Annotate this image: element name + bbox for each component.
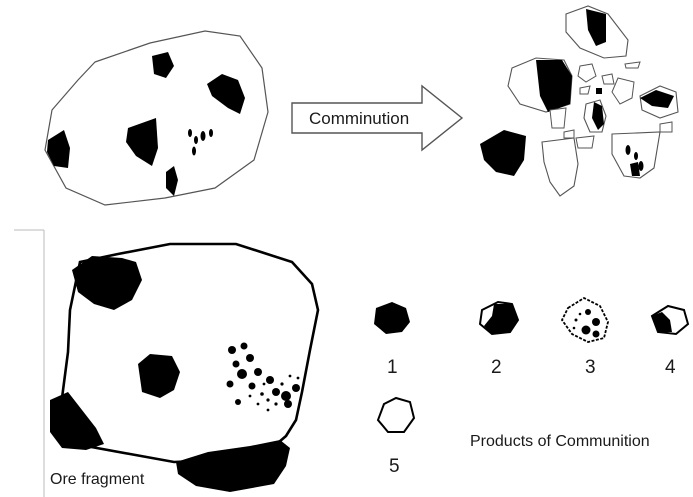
mineral-speck bbox=[638, 161, 644, 171]
product-number-5: 5 bbox=[389, 456, 400, 477]
rock-outline bbox=[44, 30, 269, 206]
comminution-arrow bbox=[291, 84, 464, 152]
mineral-grain bbox=[630, 162, 640, 176]
mineral-speck bbox=[248, 382, 256, 390]
mineral-speck bbox=[200, 131, 206, 141]
product-5 bbox=[376, 396, 416, 433]
product-4 bbox=[650, 304, 690, 336]
mineral-speck bbox=[592, 318, 600, 326]
mineral-grain bbox=[586, 9, 606, 46]
mineral-speck bbox=[578, 312, 582, 316]
mineral-speck bbox=[284, 400, 292, 408]
fragment bbox=[563, 129, 575, 139]
mineral-speck bbox=[188, 129, 192, 137]
mineral-speck bbox=[228, 346, 236, 354]
mineral-speck bbox=[194, 136, 198, 144]
fragment bbox=[541, 137, 579, 197]
mineral-grain bbox=[176, 440, 290, 492]
product-number-1: 1 bbox=[387, 357, 398, 378]
mineral-speck bbox=[254, 368, 262, 376]
product-3-outline bbox=[560, 296, 609, 343]
mineral-grain bbox=[536, 60, 572, 112]
mineral-speck bbox=[585, 309, 591, 315]
mineral-speck bbox=[246, 354, 254, 362]
product-1-particle bbox=[374, 302, 410, 334]
fragment bbox=[659, 121, 673, 133]
fragment bbox=[575, 135, 595, 149]
mineral-speck bbox=[292, 384, 300, 392]
ore-fragment bbox=[50, 242, 320, 492]
fragment bbox=[579, 85, 591, 95]
mineral-grain bbox=[640, 90, 674, 108]
fragment bbox=[624, 61, 641, 69]
product-1 bbox=[374, 302, 410, 334]
mineral-speck bbox=[280, 382, 284, 386]
product-2-mineral bbox=[484, 304, 518, 334]
ore-fragment-label: Ore fragment bbox=[50, 471, 145, 488]
mineral-grain bbox=[166, 166, 178, 196]
product-4-mineral bbox=[652, 312, 672, 332]
mineral-speck bbox=[226, 380, 234, 388]
mineral-speck bbox=[192, 146, 196, 156]
fragment bbox=[480, 130, 526, 176]
product-number-3: 3 bbox=[585, 357, 596, 378]
comminution-arrow-label: Comminution bbox=[309, 109, 410, 128]
mineral-speck bbox=[248, 394, 252, 398]
mineral-speck bbox=[581, 325, 591, 335]
products-label: Products of Communition bbox=[470, 433, 650, 450]
mineral-speck bbox=[266, 408, 270, 412]
mineral-speck bbox=[262, 382, 266, 386]
mineral-speck bbox=[266, 376, 274, 384]
mineral-speck bbox=[281, 391, 291, 401]
mineral-grain bbox=[72, 256, 142, 310]
mineral-grain bbox=[50, 392, 104, 450]
mineral-speck bbox=[592, 330, 600, 338]
mineral-speck bbox=[296, 376, 300, 380]
mineral-grain bbox=[47, 130, 70, 168]
product-number-4: 4 bbox=[665, 357, 676, 378]
product-2 bbox=[478, 300, 520, 336]
broken-fragments bbox=[480, 5, 679, 197]
mineral-speck bbox=[266, 398, 270, 402]
mineral-grain bbox=[592, 102, 604, 130]
mineral-speck bbox=[274, 402, 278, 406]
mineral-speck bbox=[634, 152, 638, 160]
mineral-speck bbox=[209, 129, 213, 137]
product-number-2: 2 bbox=[491, 357, 502, 378]
mineral-speck bbox=[260, 392, 264, 396]
product-5-outline bbox=[376, 396, 416, 433]
unbroken-rock bbox=[44, 30, 269, 206]
mineral-grain bbox=[152, 52, 174, 78]
mineral-grain bbox=[126, 118, 158, 166]
mineral-speck bbox=[574, 318, 578, 322]
fragment bbox=[601, 73, 615, 85]
fragment bbox=[611, 77, 635, 105]
fragment bbox=[577, 63, 597, 83]
fragment bbox=[549, 107, 567, 129]
mineral-speck bbox=[235, 399, 241, 405]
mineral-grain bbox=[138, 354, 180, 398]
mineral-speck bbox=[237, 369, 247, 379]
mineral-speck bbox=[232, 360, 240, 368]
mineral-speck bbox=[572, 326, 576, 330]
mineral-speck bbox=[288, 374, 292, 378]
mineral-speck bbox=[240, 342, 248, 350]
fragment bbox=[596, 88, 602, 94]
mineral-speck bbox=[272, 388, 280, 396]
mineral-grain bbox=[207, 74, 245, 114]
mineral-speck bbox=[256, 402, 260, 406]
product-3 bbox=[560, 296, 609, 343]
mineral-speck bbox=[625, 145, 631, 155]
